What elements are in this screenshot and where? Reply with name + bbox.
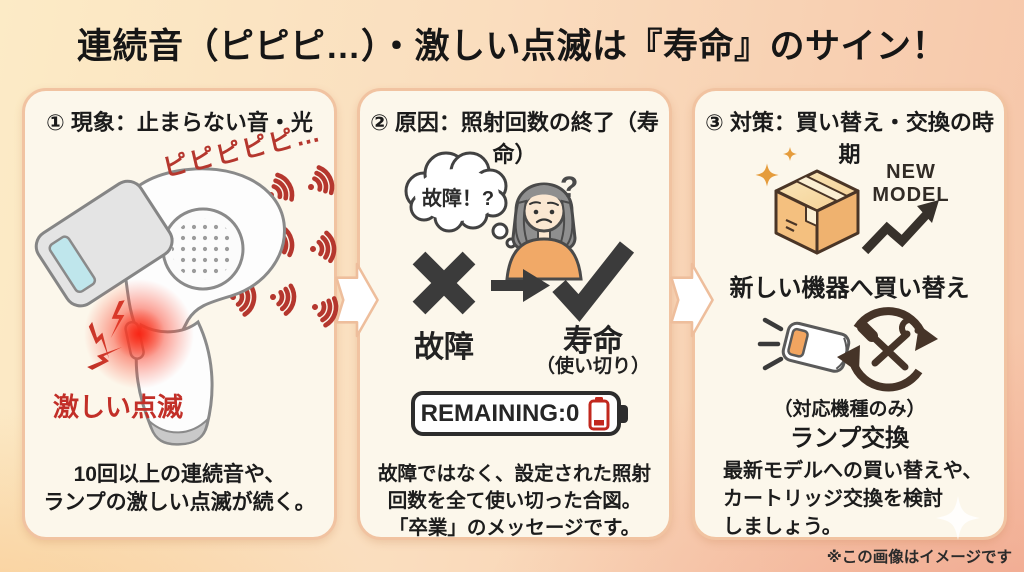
growth-arrow-icon [861, 200, 939, 255]
body-line: 最新モデルへの買い替えや、 [723, 460, 983, 482]
thought-bubble-icon [404, 151, 517, 249]
replace-cycle-icon [837, 307, 938, 392]
arrow-right-icon [491, 269, 550, 302]
panel-phenomenon: ① 現象：止まらない音・光 ピピピピピ… 激しい点滅 10回以上の連続音や、 ラ… [22, 88, 337, 540]
image-disclaimer: ※この画像はイメージです [826, 549, 1012, 566]
cause-body-text: 故障ではなく、設定された照射 回数を全て使い切った合図。 「卒業」のメッセージで… [360, 461, 669, 542]
worried-woman-illustration [505, 182, 583, 281]
flow-arrow-icon [670, 262, 714, 338]
display-terminal [619, 404, 628, 423]
phenomenon-header: ① 現象：止まらない音・光 [46, 110, 313, 135]
countermeasure-illustration [755, 147, 939, 392]
body-line: しましょう。 [723, 516, 842, 538]
new-model-box-illustration [774, 169, 860, 255]
white-sparkle-icon [936, 496, 980, 540]
flow-arrow-icon [335, 262, 379, 338]
remaining-text: REMAINING:0 [420, 399, 580, 427]
body-line: 「卒業」のメッセージです。 [388, 517, 641, 539]
correct-label: 寿命 [563, 325, 623, 358]
body-line: カートリッジ交換を検討 [723, 488, 943, 510]
panel-cause: ② 原因：照射回数の終了（寿命） 故障！? ? 故障 寿命 （使い切り） REM… [357, 88, 672, 540]
countermeasure-body-text: 最新モデルへの買い替えや、 カートリッジ交換を検討 しましょう。 [723, 457, 982, 541]
new-model-line: NEW [886, 161, 936, 183]
correct-sub-label: （使い切り） [535, 356, 650, 377]
body-line: 10回以上の連続音や、 [73, 463, 286, 486]
blink-label: 激しい点滅 [53, 392, 184, 422]
new-model-label: NEW MODEL [863, 161, 959, 207]
new-model-line: MODEL [872, 184, 950, 206]
red-glow-core [113, 308, 165, 360]
handle-cap [148, 415, 210, 446]
lamp-note: （対応機種のみ） [773, 399, 926, 420]
lamp-replace-label: ランプ交換 [789, 425, 910, 452]
remaining-display: REMAINING:0 [411, 391, 628, 436]
wrench-screwdriver-icon [857, 317, 921, 371]
body-line: 回数を全て使い切った合図。 [387, 490, 642, 512]
page-title: 連続音（ピピピ…）・激しい点滅は『寿命』のサイン！ [76, 27, 947, 66]
phenomenon-body-text: 10回以上の連続音や、 ランプの激しい点滅が続く。 [25, 461, 334, 517]
lamp-cartridge-illustration [781, 321, 851, 373]
countermeasure-header: ③ 対策：買い替え・交換の時期 [705, 110, 994, 167]
phenomenon-illustration [34, 91, 340, 446]
lamp-head [34, 179, 174, 308]
lamp-window [48, 235, 97, 294]
flash-lines-icon [757, 317, 784, 371]
wrong-label: 故障 [414, 331, 474, 364]
cause-header: ② 原因：照射回数の終了（寿命） [370, 110, 659, 167]
thought-text: 故障！? [421, 188, 495, 210]
panel-countermeasure: ③ 対策：買い替え・交換の時期 NEW MODEL 新しい機器へ買い替え （対応… [692, 88, 1007, 540]
cause-illustration [404, 151, 635, 322]
question-mark: ? [560, 171, 579, 204]
body-line: 故障ではなく、設定された照射 [377, 463, 651, 485]
cross-icon [412, 251, 476, 315]
body-line: ランプの激しい点滅が続く。 [43, 491, 316, 514]
check-icon [552, 241, 635, 322]
battery-low-icon [588, 396, 610, 430]
buy-replacement-label: 新しい機器へ買い替え [729, 275, 970, 302]
speaker-icon [161, 207, 245, 291]
